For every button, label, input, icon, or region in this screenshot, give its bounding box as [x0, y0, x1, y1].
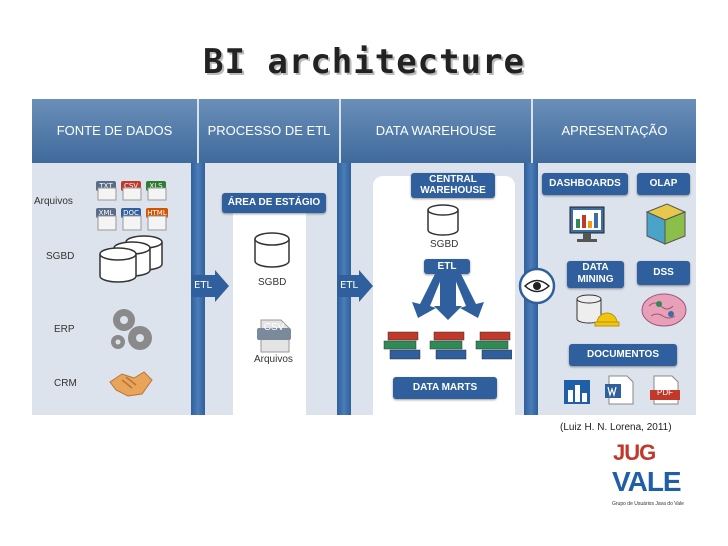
chart-document-icon	[564, 380, 590, 404]
central-warehouse-label: CENTRAL WAREHOUSE	[411, 173, 495, 198]
column-header-processo: PROCESSO DE ETL	[207, 123, 331, 138]
file-tag-xml: XML	[96, 208, 116, 218]
source-label-arquivos: Arquivos	[34, 196, 73, 207]
etl-arrow-1: ETL	[191, 275, 218, 297]
pdf-document-icon	[650, 375, 680, 405]
file-tag-txt: TXT	[96, 181, 116, 191]
file-tag-html: HTML	[146, 208, 168, 218]
word-document-icon	[605, 375, 634, 405]
warehouse-database-icon	[427, 204, 459, 236]
staging-arquivos-label: Arquivos	[254, 354, 293, 365]
pdf-label: PDF	[657, 388, 673, 397]
database-stack-icon	[99, 235, 163, 283]
warehouse-sgbd-label: SGBD	[430, 239, 459, 250]
header-separator	[197, 99, 199, 163]
handshake-icon	[109, 371, 153, 397]
data-marts-label: DATA MARTS	[393, 377, 497, 399]
data-mining-label: DATA MINING	[567, 261, 624, 288]
file-tag-doc: DOC	[121, 208, 141, 218]
page-title: BI architecture	[202, 42, 526, 82]
credit-text: (Luiz H. N. Lorena, 2011)	[560, 422, 672, 433]
header-band	[32, 99, 696, 163]
file-tag-xls: XLS	[146, 181, 166, 191]
dashboard-monitor-icon	[569, 206, 605, 242]
logo-vale: VALE	[612, 466, 682, 497]
brain-icon	[641, 293, 687, 327]
header-separator	[339, 99, 341, 163]
source-label-crm: CRM	[54, 378, 77, 389]
column-header-fonte: FONTE DE DADOS	[56, 123, 173, 138]
source-label-erp: ERP	[54, 324, 75, 335]
csv-file-icon	[257, 319, 291, 353]
distribution-arrows-icon	[412, 272, 484, 320]
staging-area-label: ÁREA DE ESTÁGIO	[222, 193, 326, 213]
olap-cube-icon	[645, 203, 687, 245]
logo-tagline: Grupo de Usuários Java do Vale	[612, 501, 684, 507]
eye-icon	[518, 267, 556, 305]
staging-sgbd-label: SGBD	[258, 277, 287, 288]
header-separator	[531, 99, 533, 163]
mining-database-icon	[576, 294, 620, 327]
file-tag-csv: CSV	[121, 181, 141, 191]
gears-icon	[111, 309, 152, 350]
etl-arrow-1-head	[215, 270, 229, 302]
source-label-sgbd: SGBD	[46, 251, 75, 262]
data-marts-books-icon	[383, 331, 512, 360]
file-stack-icon	[97, 187, 167, 231]
warehouse-etl-label: ETL	[424, 259, 470, 274]
dss-label: DSS	[637, 261, 690, 285]
column-header-apresentacao: APRESENTAÇÃO	[561, 123, 668, 138]
column-header-dw: DATA WAREHOUSE	[375, 123, 497, 138]
olap-label: OLAP	[637, 173, 690, 195]
etl-arrow-2-head	[359, 270, 373, 302]
dashboards-label: DASHBOARDS	[542, 173, 628, 195]
documentos-label: DOCUMENTOS	[569, 344, 677, 366]
staging-database-icon	[254, 232, 290, 268]
logo-jug: JUG	[613, 440, 656, 465]
csv-file-label: CSV	[263, 322, 285, 333]
etl-arrow-2: ETL	[337, 275, 362, 297]
